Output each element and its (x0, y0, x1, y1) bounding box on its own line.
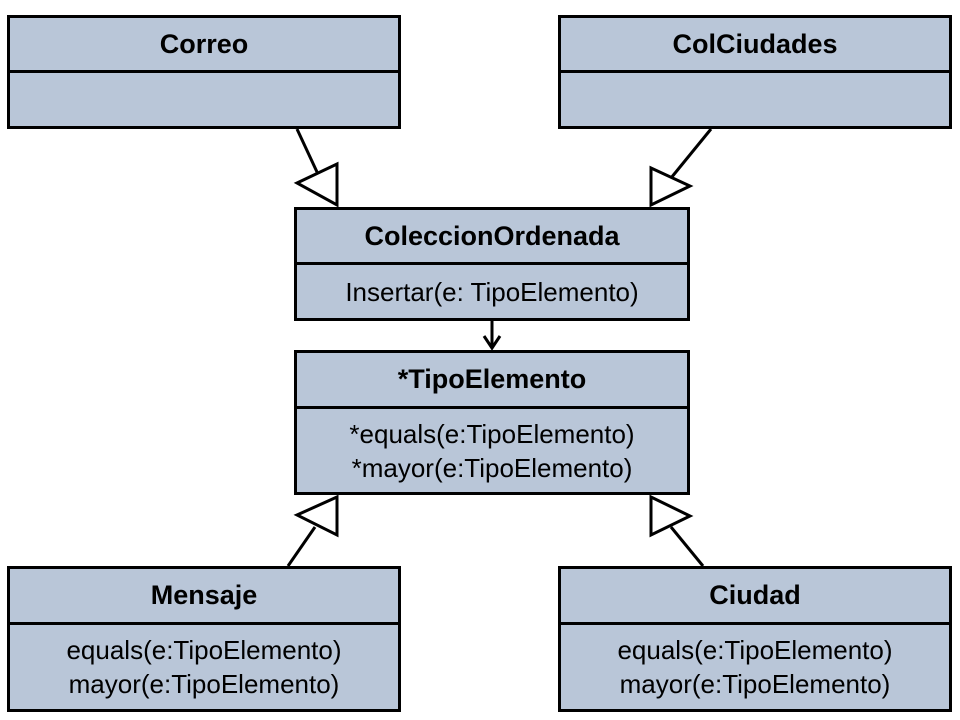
generalization-mensaje-to-tipoelemento (286, 494, 339, 567)
class-operations: equals(e:TipoElemento) mayor(e:TipoEleme… (561, 625, 949, 708)
operation-mayor: mayor(e:TipoElemento) (68, 668, 340, 699)
operation-equals: equals(e:TipoElemento) (66, 634, 342, 665)
association-coleccion-to-tipoelemento (482, 321, 502, 351)
generalization-ciudad-to-tipoelemento (649, 494, 705, 567)
class-operations (561, 73, 949, 126)
class-ciudad[interactable]: Ciudad equals(e:TipoElemento) mayor(e:Ti… (558, 566, 952, 712)
operation-equals: *equals(e:TipoElemento) (349, 418, 635, 449)
class-name: Correo (10, 18, 398, 73)
class-name: ColeccionOrdenada (297, 210, 687, 265)
generalization-correo-to-coleccion (293, 128, 339, 208)
class-mensaje[interactable]: Mensaje equals(e:TipoElemento) mayor(e:T… (7, 566, 401, 712)
class-name: ColCiudades (561, 18, 949, 73)
operation-mayor: *mayor(e:TipoElemento) (351, 452, 633, 483)
class-colciudades[interactable]: ColCiudades (558, 15, 952, 129)
operation-mayor: mayor(e:TipoElemento) (619, 668, 891, 699)
class-operations (10, 73, 398, 126)
class-name: Ciudad (561, 569, 949, 625)
class-operations: equals(e:TipoElemento) mayor(e:TipoEleme… (10, 625, 398, 708)
generalization-colciudades-to-coleccion (649, 128, 713, 208)
class-operations: Insertar(e: TipoElemento) (297, 265, 687, 318)
class-name: *TipoElemento (297, 353, 687, 409)
operation-insertar: Insertar(e: TipoElemento) (345, 276, 639, 307)
class-operations: *equals(e:TipoElemento) *mayor(e:TipoEle… (297, 409, 687, 492)
class-name: Mensaje (10, 569, 398, 625)
class-tipo-elemento[interactable]: *TipoElemento *equals(e:TipoElemento) *m… (294, 350, 690, 495)
operation-equals: equals(e:TipoElemento) (617, 634, 893, 665)
class-correo[interactable]: Correo (7, 15, 401, 129)
class-coleccion-ordenada[interactable]: ColeccionOrdenada Insertar(e: TipoElemen… (294, 207, 690, 321)
